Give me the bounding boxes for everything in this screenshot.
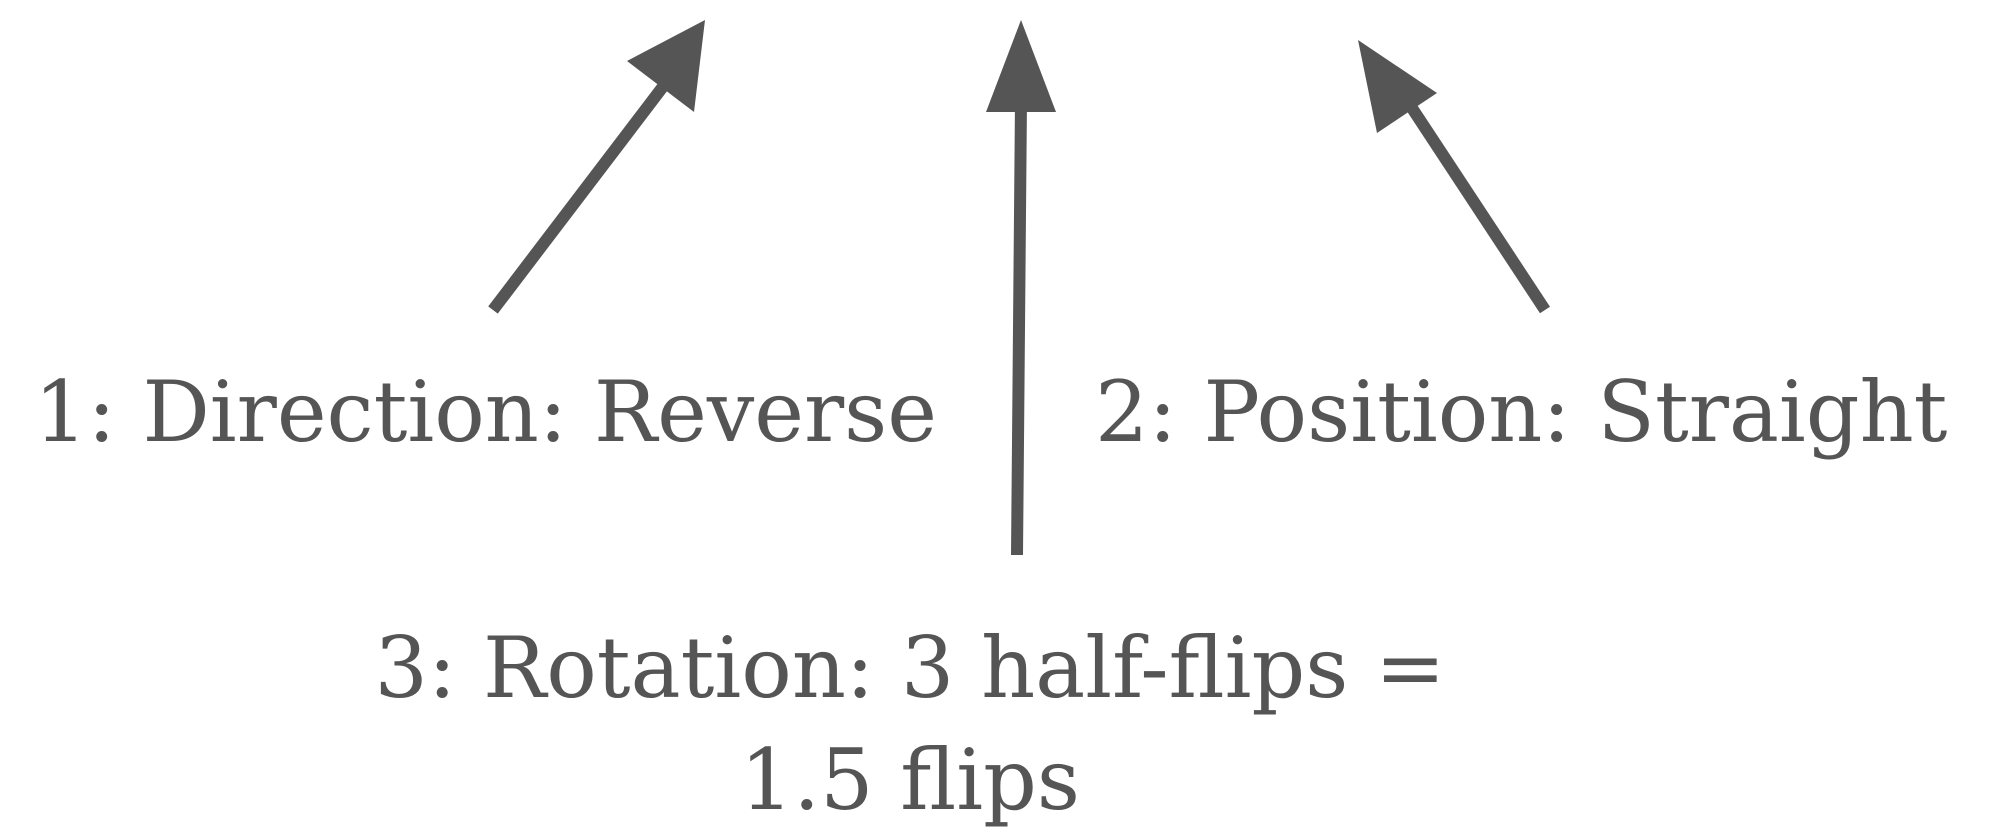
rotation-label-line-2: 1.5 flips [739, 731, 1081, 829]
position-arrow [1358, 40, 1551, 314]
rotation-label-line-1: 3: Rotation: 3 half-flips = [374, 619, 1446, 717]
rotation-label: 3: Rotation: 3 half-flips = 1.5 flips [0, 612, 2010, 836]
rotation-arrow [986, 20, 1056, 556]
direction-arrow [488, 20, 705, 314]
direction-label: 1: Direction: Reverse [34, 363, 937, 461]
position-label: 2: Position: Straight [1095, 363, 1948, 461]
